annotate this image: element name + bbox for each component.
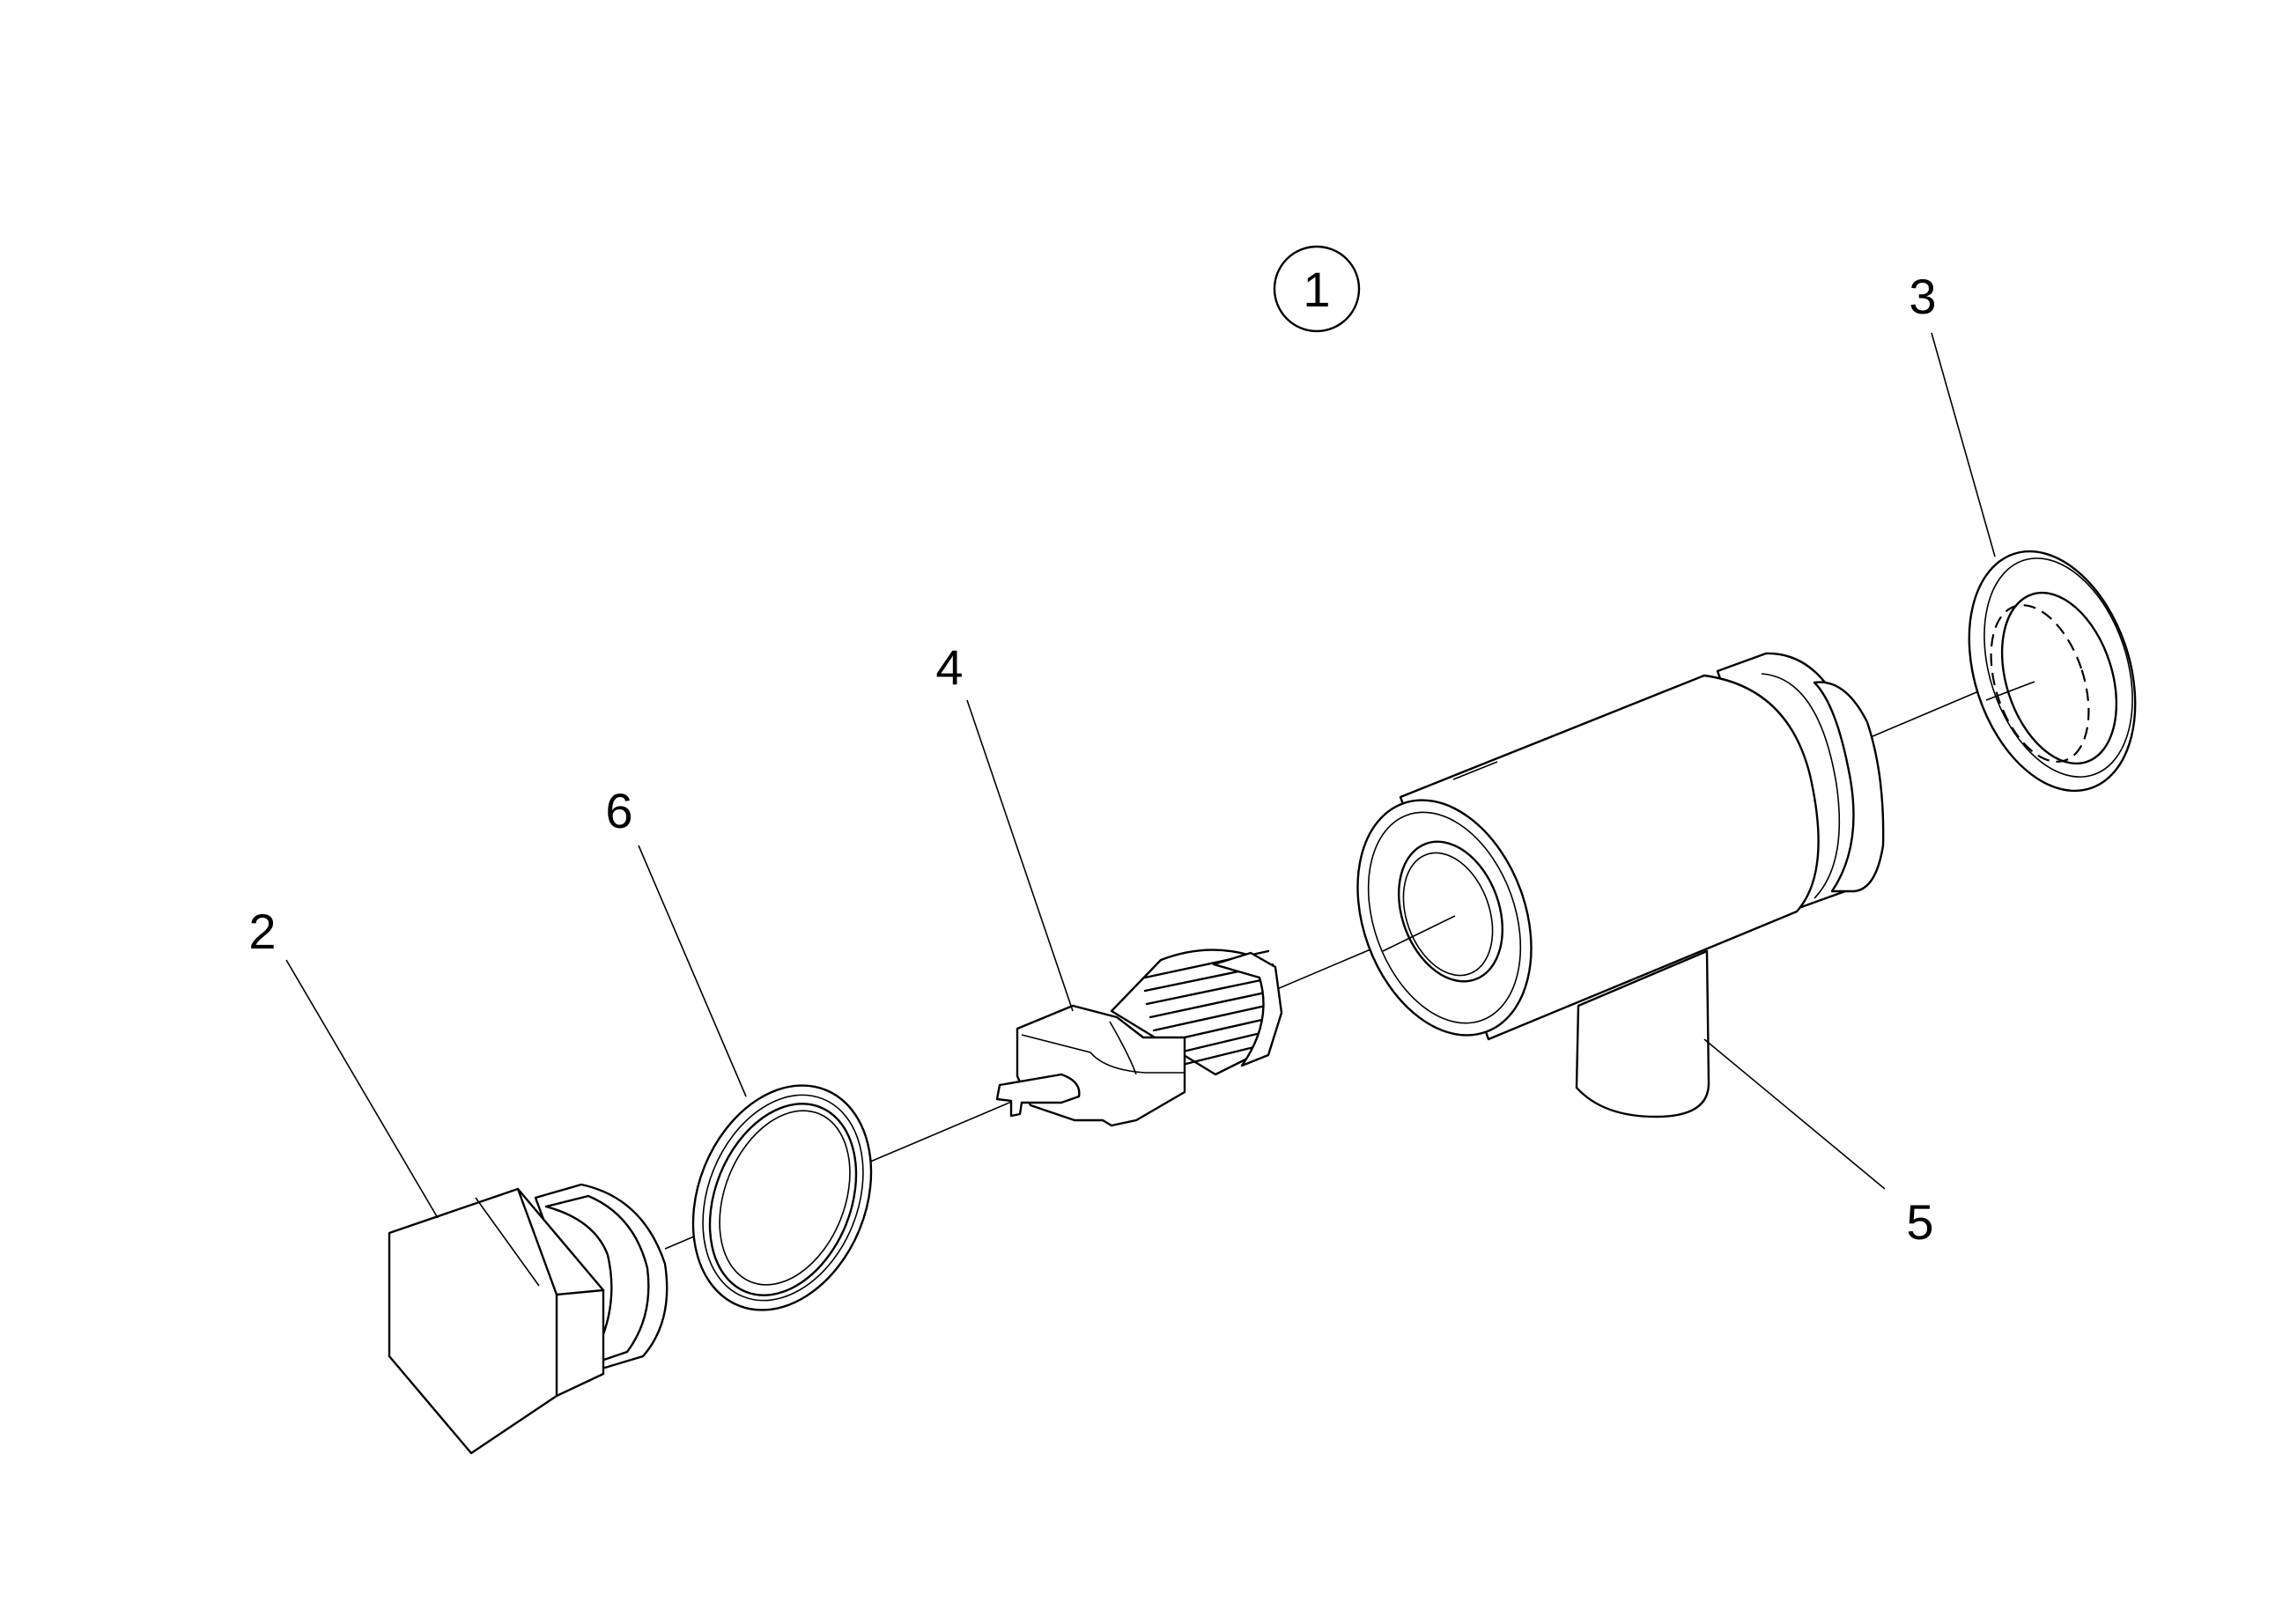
nipple-part: [995, 949, 1283, 1127]
callout-6: 6: [605, 783, 632, 838]
callout-1: 1: [1303, 262, 1330, 317]
callouts: 1 2 3 4 5 6: [248, 245, 1937, 1250]
callout-3: 3: [1909, 269, 1936, 324]
leader-line-6: [638, 845, 747, 1097]
hex-plug-part: [388, 1183, 669, 1455]
leader-lines: [285, 332, 1996, 1219]
tee-body-part: [1356, 652, 1885, 1118]
right-ring-part: [1968, 550, 2137, 793]
callout-2: 2: [248, 904, 276, 959]
callout-4: 4: [935, 639, 963, 695]
assembly-callout-circle: [1273, 245, 1361, 333]
leader-line-4: [966, 699, 1074, 1012]
leader-line-2: [285, 959, 439, 1219]
leader-line-3: [1931, 332, 1996, 557]
leader-line-5: [1703, 1038, 1886, 1190]
callout-5: 5: [1906, 1194, 1933, 1250]
gasket-part: [691, 1084, 873, 1311]
